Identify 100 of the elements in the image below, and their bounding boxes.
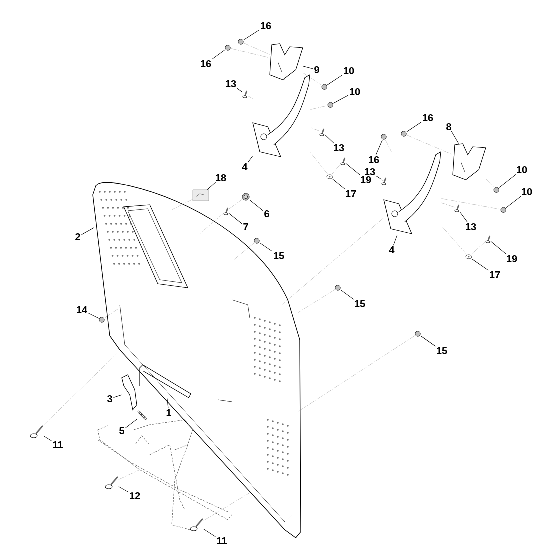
- callout-number: 15: [274, 252, 284, 260]
- callout-number: 10: [350, 88, 360, 96]
- hook-drawing: [452, 144, 486, 180]
- screw-drawing: [224, 208, 229, 216]
- leader-line: [499, 174, 517, 188]
- callout-number: 7: [244, 224, 248, 230]
- center-line: [310, 106, 328, 110]
- center-line: [298, 336, 416, 412]
- leader-line: [376, 176, 382, 180]
- callout-number: 5: [120, 428, 124, 434]
- leader-line: [244, 30, 260, 40]
- screw-drawing: [486, 236, 491, 244]
- callout-number: 9: [314, 66, 320, 74]
- callout-number: 16: [201, 60, 212, 68]
- callout-number: 16: [261, 22, 272, 30]
- washer-drawing: [466, 254, 472, 260]
- bracket-drawing: [252, 74, 310, 158]
- center-line: [244, 43, 270, 55]
- leader-line: [82, 228, 94, 236]
- center-line: [486, 179, 494, 188]
- leader-line: [333, 95, 349, 104]
- hook-drawing: [270, 44, 304, 80]
- center-line: [118, 470, 140, 480]
- leader-line: [376, 140, 383, 156]
- washer-drawing: [322, 84, 328, 90]
- cap-drawing: [242, 193, 250, 201]
- center-line: [303, 72, 322, 86]
- callout-number: 13: [365, 168, 376, 176]
- callout-number: 10: [344, 67, 354, 75]
- callout-number: 19: [361, 176, 372, 184]
- leader-line: [114, 394, 122, 398]
- leader-line: [260, 242, 273, 252]
- leader-line: [490, 241, 507, 255]
- callout-number: 18: [216, 174, 226, 182]
- screw-drawing: [382, 178, 387, 186]
- washer-drawing: [415, 331, 421, 337]
- callout-number: 11: [217, 538, 227, 544]
- leader-line: [212, 50, 226, 60]
- bolt-drawing: [105, 476, 119, 490]
- callout-number: 15: [437, 348, 448, 354]
- callout-number: 8: [446, 123, 452, 131]
- leader-line: [237, 88, 243, 93]
- screw-drawing: [320, 128, 325, 136]
- leader-line: [248, 156, 254, 163]
- leader-line: [88, 313, 100, 319]
- leader-line: [228, 213, 242, 224]
- center-line: [442, 202, 455, 208]
- callout-number: 13: [466, 223, 476, 231]
- center-line: [442, 226, 468, 255]
- leader-line: [207, 182, 216, 190]
- callout-number: 10: [522, 188, 532, 196]
- center-line: [310, 152, 328, 175]
- center-line: [284, 74, 286, 80]
- center-line: [104, 308, 120, 318]
- rod-drawing: [140, 364, 192, 398]
- leader-line: [393, 234, 398, 246]
- leader-line: [340, 290, 354, 300]
- leader-line: [451, 131, 460, 144]
- leader-line: [460, 212, 468, 223]
- center-line: [200, 213, 224, 234]
- center-line: [310, 128, 320, 132]
- leader-line: [118, 486, 129, 493]
- center-line: [248, 96, 254, 100]
- callout-number: 2: [76, 234, 80, 240]
- callout-number: 16: [423, 114, 434, 122]
- screw-drawing: [454, 204, 460, 212]
- callout-number: 16: [369, 156, 380, 164]
- washer-drawing: [401, 131, 407, 137]
- center-line: [298, 290, 336, 314]
- center-line: [471, 242, 486, 255]
- washer-drawing: [225, 45, 231, 51]
- washer-drawing: [99, 317, 105, 323]
- leader-line: [167, 398, 169, 409]
- washer-drawing: [381, 134, 387, 140]
- callout-number: 4: [389, 246, 395, 254]
- callout-number: 12: [130, 492, 140, 500]
- callout-number: 19: [507, 255, 518, 263]
- center-line: [204, 492, 250, 521]
- center-line: [172, 199, 193, 210]
- sticker-drawing: [192, 190, 210, 202]
- callout-number: 17: [346, 190, 356, 198]
- callout-number: 14: [77, 306, 88, 314]
- washer-drawing: [494, 187, 500, 193]
- center-line: [332, 164, 341, 175]
- callout-number: 13: [334, 144, 344, 152]
- latch-drawing: [122, 374, 138, 411]
- callout-number: 3: [107, 395, 112, 403]
- washer-drawing: [238, 39, 244, 45]
- washer-drawing: [326, 174, 334, 180]
- leader-line: [44, 436, 52, 442]
- bolt-drawing: [30, 426, 44, 438]
- leader-line: [250, 200, 264, 212]
- center-line: [234, 243, 254, 260]
- leader-line: [406, 122, 422, 132]
- center-line: [385, 140, 392, 152]
- callout-number: 11: [53, 442, 63, 448]
- washer-drawing: [254, 238, 260, 244]
- bolt-drawing: [190, 518, 204, 532]
- leader-line: [327, 75, 343, 86]
- callout-number: 15: [355, 300, 366, 308]
